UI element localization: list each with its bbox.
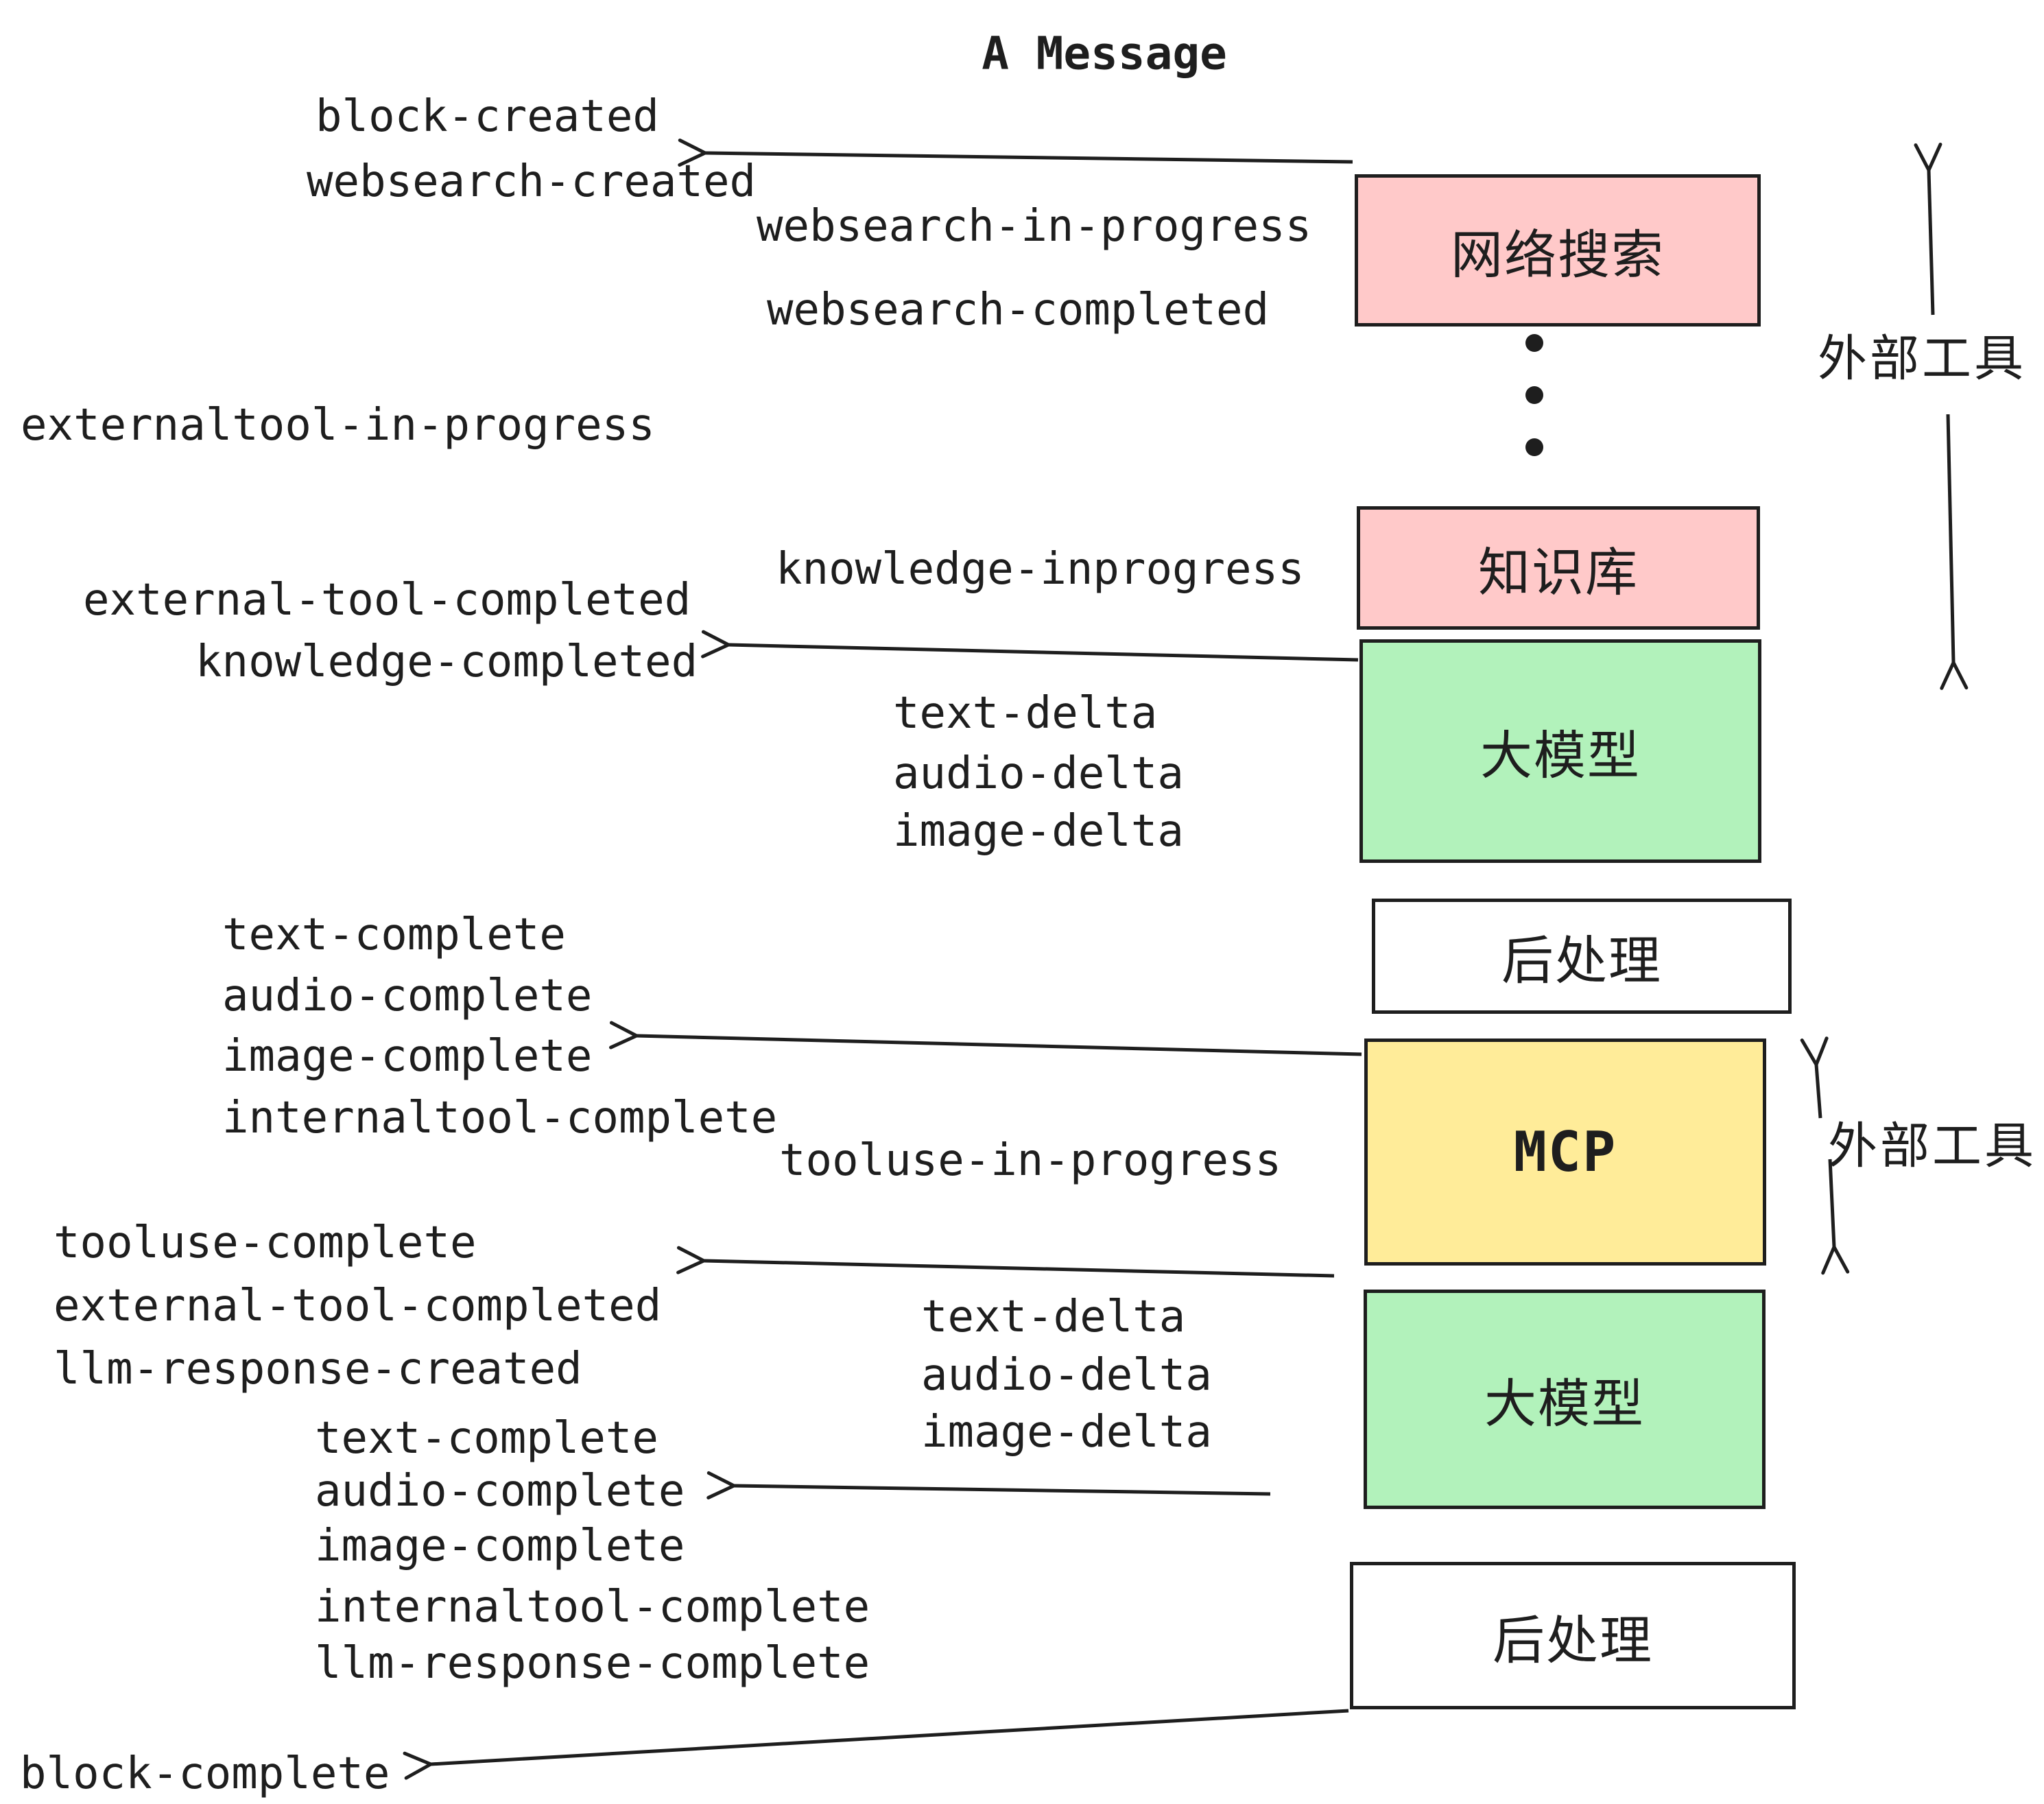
box-mcp-label: MCP bbox=[1513, 1120, 1617, 1184]
event-websearch-created: websearch-created bbox=[307, 156, 757, 207]
arrow-knowledge-completed bbox=[728, 645, 1359, 662]
box-postprocess-2: 后处理 bbox=[1350, 1562, 1796, 1709]
event-text-complete-2: text-complete bbox=[315, 1413, 658, 1464]
external-tools-label-top: 外部工具 bbox=[1817, 329, 2027, 388]
external-tools-label-bottom: 外部工具 bbox=[1827, 1117, 2037, 1175]
event-text-delta-2: text-delta bbox=[921, 1292, 1186, 1342]
event-image-delta-1: image-delta bbox=[893, 806, 1184, 857]
event-websearch-completed: websearch-completed bbox=[767, 285, 1270, 335]
box-llm-1-label: 大模型 bbox=[1480, 725, 1641, 786]
arrow-audio-complete bbox=[734, 1486, 1271, 1494]
diagram-title: A Message bbox=[982, 27, 1227, 80]
box-postprocess-2-label: 后处理 bbox=[1493, 1609, 1653, 1671]
event-tooluse-complete: tooluse-complete bbox=[54, 1218, 477, 1268]
event-block-created: block-created bbox=[316, 91, 659, 142]
event-internaltool-complete-2: internaltool-complete bbox=[315, 1582, 870, 1633]
arrow-block-created bbox=[705, 153, 1353, 162]
event-knowledge-completed: knowledge-completed bbox=[195, 637, 698, 687]
box-knowledge-base: 知识库 bbox=[1357, 506, 1760, 630]
arrow-internal-complete bbox=[637, 1036, 1362, 1056]
arrow-block-complete bbox=[431, 1709, 1349, 1764]
event-audio-complete-2: audio-complete bbox=[315, 1466, 685, 1517]
box-websearch-tool: 网络搜索 bbox=[1355, 174, 1761, 327]
box-knowledge-base-label: 知识库 bbox=[1478, 542, 1639, 603]
event-image-complete-1: image-complete bbox=[222, 1031, 593, 1082]
external-tools-up-arrow-1 bbox=[1929, 170, 1933, 316]
event-external-tool-completed-2: external-tool-completed bbox=[54, 1281, 662, 1331]
event-external-tool-completed-1: external-tool-completed bbox=[83, 575, 691, 626]
box-llm-1: 大模型 bbox=[1359, 639, 1761, 863]
arrow-tooluse-complete bbox=[704, 1261, 1335, 1278]
box-websearch-tool-label: 网络搜索 bbox=[1451, 224, 1665, 285]
box-llm-2: 大模型 bbox=[1364, 1290, 1766, 1509]
event-tooluse-in-progress: tooluse-in-progress bbox=[779, 1135, 1282, 1186]
event-image-complete-2: image-complete bbox=[315, 1521, 685, 1571]
external-tools-up-arrow-2 bbox=[1816, 1065, 1820, 1119]
event-llm-response-complete: llm-response-complete bbox=[315, 1638, 870, 1689]
event-externaltool-in-progress: externaltool-in-progress bbox=[21, 400, 655, 451]
event-image-delta-2: image-delta bbox=[921, 1407, 1212, 1458]
box-postprocess-1-label: 后处理 bbox=[1501, 930, 1662, 991]
event-audio-delta-2: audio-delta bbox=[921, 1350, 1212, 1401]
event-block-complete: block-complete bbox=[20, 1748, 390, 1799]
event-audio-delta-1: audio-delta bbox=[893, 748, 1184, 799]
event-text-delta-1: text-delta bbox=[893, 688, 1158, 739]
event-llm-response-created: llm-response-created bbox=[54, 1344, 582, 1394]
event-knowledge-inprogress: knowledge-inprogress bbox=[776, 544, 1305, 595]
box-mcp: MCP bbox=[1364, 1039, 1766, 1266]
ellipsis-dots bbox=[1525, 334, 1543, 456]
event-audio-complete-1: audio-complete bbox=[222, 971, 593, 1021]
box-llm-2-label: 大模型 bbox=[1484, 1373, 1645, 1434]
external-tools-down-arrow-1 bbox=[1948, 414, 1953, 663]
event-internaltool-complete-1: internaltool-complete bbox=[222, 1093, 778, 1143]
event-websearch-in-progress: websearch-in-progress bbox=[757, 201, 1312, 252]
event-text-complete-1: text-complete bbox=[222, 910, 566, 960]
box-postprocess-1: 后处理 bbox=[1372, 899, 1792, 1014]
